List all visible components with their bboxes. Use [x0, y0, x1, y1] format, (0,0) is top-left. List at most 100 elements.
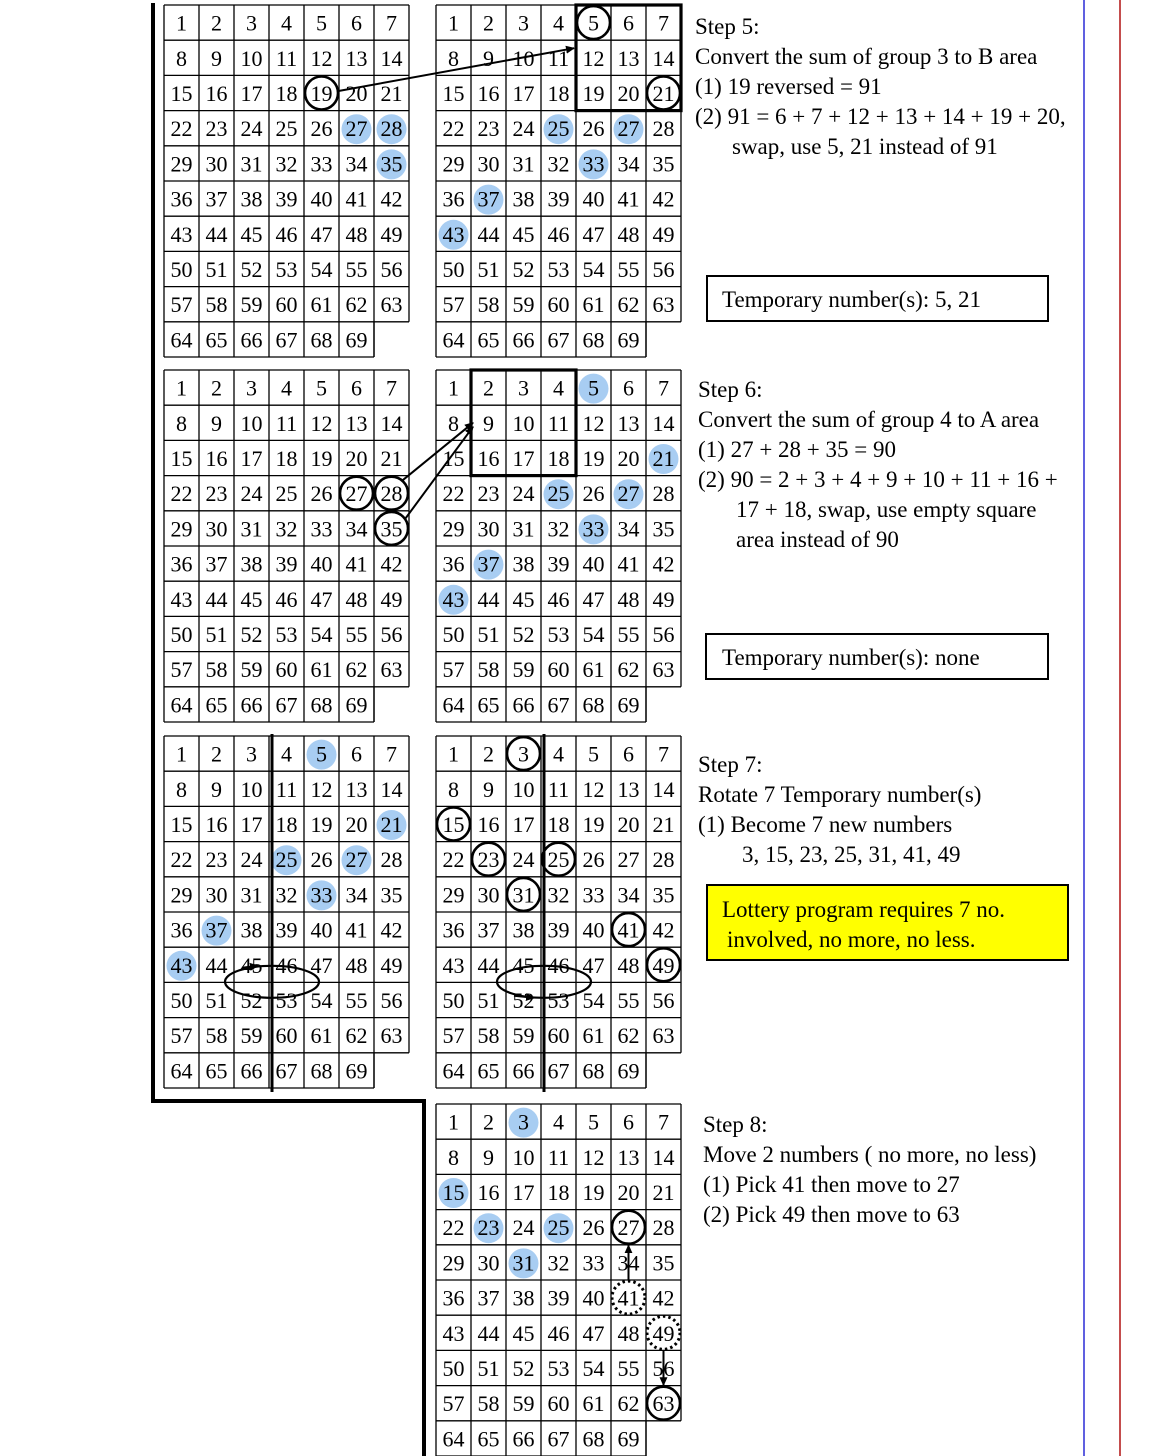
cell-number: 13: [618, 46, 640, 71]
cell-number: 67: [548, 1426, 570, 1451]
step6-temp-label: Temporary number(s): none: [722, 645, 980, 670]
highlight-mark: [201, 915, 232, 946]
highlight-mark: [376, 149, 407, 180]
cell-number: 7: [386, 742, 397, 767]
cell-number: 4: [553, 11, 564, 36]
cell-number: 26: [311, 116, 333, 141]
cell-number: 6: [623, 1110, 634, 1135]
cell-number: 31: [513, 882, 535, 907]
cell-number: 34: [618, 882, 640, 907]
cell-number: 13: [618, 411, 640, 436]
cell-number: 44: [478, 222, 500, 247]
step7-line-1: Rotate 7 Temporary number(s): [698, 782, 981, 807]
cell-number: 37: [478, 1286, 500, 1311]
cell-number: 39: [548, 552, 570, 577]
step6-temp-box: [705, 633, 1049, 680]
cell-number: 18: [276, 81, 298, 106]
cell-number: 44: [206, 587, 228, 612]
cell-number: 37: [206, 187, 228, 212]
cell-number: 43: [443, 1321, 465, 1346]
highlight-mark: [578, 149, 609, 180]
cell-number: 12: [583, 46, 605, 71]
step8-title: Step 8:: [703, 1112, 768, 1137]
cell-number: 26: [311, 481, 333, 506]
cell-number: 56: [653, 257, 675, 282]
cell-number: 18: [548, 446, 570, 471]
cell-number: 67: [548, 327, 570, 352]
cell-number: 45: [513, 953, 535, 978]
cell-number: 58: [206, 657, 228, 682]
cell-number: 43: [171, 587, 193, 612]
cell-number: 51: [206, 622, 228, 647]
cell-number: 6: [623, 11, 634, 36]
cell-number: 25: [548, 1215, 570, 1240]
cell-number: 47: [311, 587, 333, 612]
cell-number: 62: [618, 657, 640, 682]
cell-number: 39: [276, 552, 298, 577]
cell-number: 46: [548, 222, 570, 247]
cell-number: 20: [618, 81, 640, 106]
cell-number: 23: [478, 1215, 500, 1240]
cell-number: 36: [443, 187, 465, 212]
circle-mark: [505, 735, 542, 772]
cell-number: 11: [548, 411, 569, 436]
cell-number: 50: [443, 622, 465, 647]
highlight-mark: [376, 114, 407, 145]
cell-number: 1: [448, 742, 459, 767]
cell-number: 1: [176, 742, 187, 767]
cell-number: 6: [351, 11, 362, 36]
cell-number: 3: [518, 11, 529, 36]
cell-number: 54: [311, 988, 333, 1013]
cell-number: 35: [653, 516, 675, 541]
cell-number: 52: [241, 988, 263, 1013]
cell-number: 18: [548, 812, 570, 837]
circle-mark: [610, 911, 647, 948]
cell-number: 24: [513, 847, 535, 872]
cell-number: 6: [351, 376, 362, 401]
cell-number: 36: [171, 552, 193, 577]
cell-number: 13: [618, 777, 640, 802]
cell-number: 62: [346, 292, 368, 317]
cell-number: 49: [653, 1321, 675, 1346]
cell-number: 66: [513, 1058, 535, 1083]
cell-number: 23: [206, 116, 228, 141]
cell-number: 48: [346, 953, 368, 978]
cell-number: 16: [478, 1180, 500, 1205]
cell-number: 22: [443, 116, 465, 141]
step6-text: Step 6: Convert the sum of group 4 to A …: [698, 377, 1058, 552]
cell-number: 28: [653, 1215, 675, 1240]
cell-number: 55: [346, 257, 368, 282]
cell-number: 37: [206, 918, 228, 943]
cell-number: 31: [241, 151, 263, 176]
cell-number: 25: [276, 116, 298, 141]
cell-number: 41: [618, 552, 640, 577]
cell-number: 60: [548, 657, 570, 682]
cell-number: 36: [443, 1286, 465, 1311]
cell-number: 7: [386, 11, 397, 36]
cell-number: 16: [478, 446, 500, 471]
cell-number: 61: [583, 657, 605, 682]
cell-number: 21: [381, 812, 403, 837]
cell-number: 14: [381, 46, 403, 71]
cell-number: 36: [171, 918, 193, 943]
cell-number: 11: [276, 411, 297, 436]
cell-number: 58: [206, 1023, 228, 1048]
cell-number: 1: [448, 1110, 459, 1135]
cell-number: 60: [276, 657, 298, 682]
cell-number: 27: [618, 116, 640, 141]
cell-number: 32: [276, 516, 298, 541]
cell-number: 45: [513, 1321, 535, 1346]
cell-number: 3: [246, 11, 257, 36]
cell-number: 57: [171, 1023, 193, 1048]
cell-number: 23: [478, 481, 500, 506]
cell-number: 29: [171, 516, 193, 541]
cell-number: 60: [548, 1391, 570, 1416]
cell-number: 22: [171, 116, 193, 141]
cell-number: 62: [618, 1391, 640, 1416]
cell-number: 38: [241, 918, 263, 943]
cell-number: 30: [206, 151, 228, 176]
cell-number: 13: [346, 46, 368, 71]
cell-number: 36: [443, 918, 465, 943]
cell-number: 66: [241, 1058, 263, 1083]
